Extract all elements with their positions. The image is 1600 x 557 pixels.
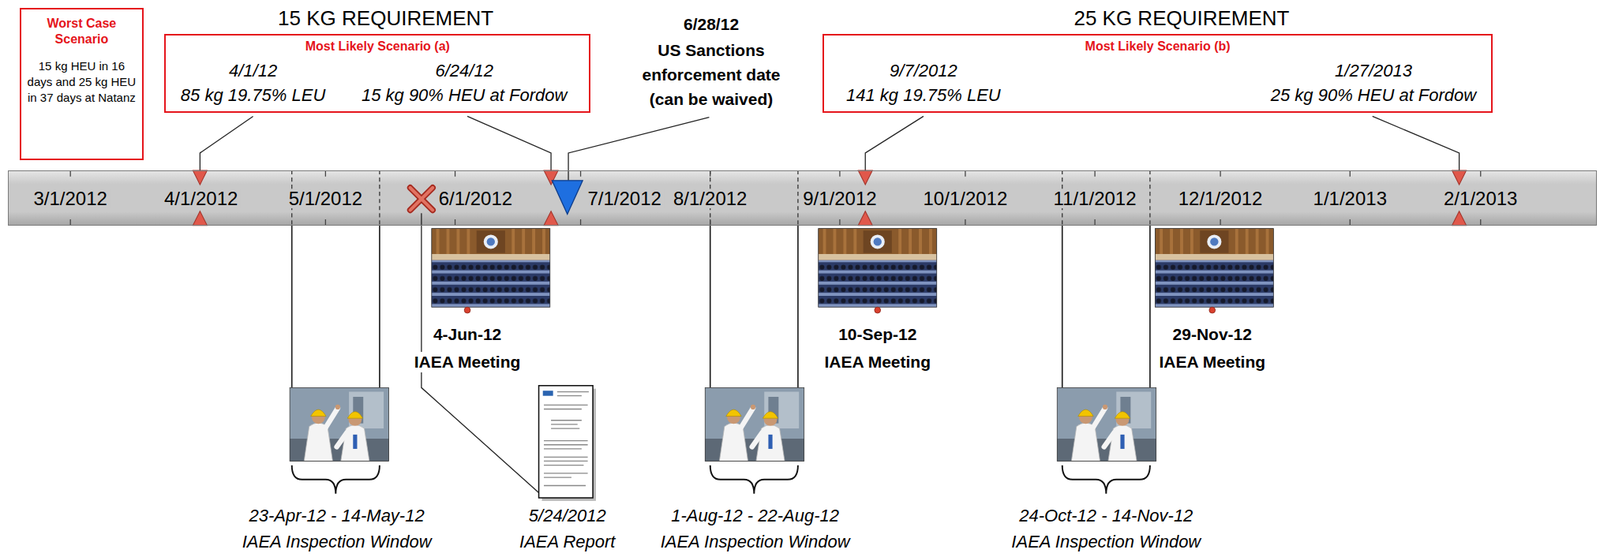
report-label: IAEA Report: [519, 532, 615, 552]
requirement-heading: 15 KG REQUIREMENT: [277, 6, 494, 30]
meeting-date: 29-Nov-12: [1172, 324, 1252, 345]
scenario-box: Worst Case Scenario 15 kg HEU in 16 days …: [19, 7, 145, 161]
scenario-row: 9/7/2012141 kg 19.75% LEU 1/27/201325 kg …: [828, 58, 1487, 108]
month-label: 11/1/2012: [1051, 189, 1140, 209]
scenario-row: 4/1/1285 kg 19.75% LEU 6/24/1215 kg 90% H…: [170, 58, 585, 108]
scenario-heading: Worst Case Scenario: [25, 15, 139, 48]
sanctions-marker: [551, 180, 583, 215]
scenario-date: 4/1/12: [180, 58, 326, 83]
scenario-box: Most Likely Scenario (b) 9/7/2012141 kg 1…: [822, 33, 1493, 113]
report-date: 5/24/2012: [528, 505, 607, 525]
report-icon: [539, 385, 596, 502]
scenario-box: Most Likely Scenario (a) 4/1/1285 kg 19.7…: [164, 33, 591, 113]
scenario-amount: 141 kg 19.75% LEU: [846, 82, 1001, 108]
window-label: IAEA Inspection Window: [1011, 532, 1201, 552]
month-label: 12/1/2012: [1176, 189, 1266, 209]
scenario-amount: 85 kg 19.75% LEU: [180, 82, 326, 108]
scenario-column: 1/27/201325 kg 90% HEU at Fordow: [1270, 58, 1477, 108]
scenario-note: 15 kg HEU in 16 days and 25 kg HEU in 37…: [25, 58, 139, 106]
window-label: IAEA Inspection Window: [242, 532, 432, 552]
scenario-column: 6/24/1215 kg 90% HEU at Fordow: [361, 58, 567, 108]
scenario-amount: 25 kg 90% HEU at Fordow: [1270, 82, 1477, 108]
month-label: 9/1/2012: [800, 189, 879, 209]
scenario-column: 4/1/1285 kg 19.75% LEU: [180, 58, 326, 108]
window-marker: [292, 170, 1151, 226]
timeline-band: [7, 170, 1597, 226]
month-label: 3/1/2012: [30, 189, 109, 209]
window-line: [292, 225, 1151, 389]
milestone-marker: [192, 170, 1466, 226]
meeting-dot: [464, 307, 1215, 314]
month-label: 1/1/2013: [1311, 189, 1390, 209]
month-label: 4/1/2012: [161, 189, 240, 209]
timeline-bar: 3/1/2012 4/1/2012 5/1/2012 6/1/2012 7/1/2012…: [7, 170, 1597, 226]
meeting-photo: [431, 228, 1275, 308]
month-label: 8/1/2012: [670, 189, 750, 209]
scenario-column: 9/7/2012141 kg 19.75% LEU: [846, 58, 1001, 108]
report-x-mark: [410, 187, 433, 210]
window-dates: 1-Aug-12 - 22-Aug-12: [670, 505, 840, 525]
window-label: IAEA Inspection Window: [660, 532, 851, 552]
scenario-date: 1/27/2013: [1270, 58, 1477, 83]
window-dates: 24-Oct-12 - 14-Nov-12: [1019, 505, 1193, 525]
scenario-amount: 15 kg 90% HEU at Fordow: [361, 82, 567, 108]
scenario-heading: Most Likely Scenario (a): [170, 37, 585, 56]
scenario-date: 6/24/12: [361, 58, 567, 83]
meeting-date: 4-Jun-12: [433, 324, 502, 345]
inspection-photo: [289, 387, 1157, 461]
scenario-date: 9/7/2012: [846, 58, 1001, 83]
meeting-label: IAEA Meeting: [1156, 352, 1268, 373]
meeting-label: IAEA Meeting: [412, 352, 524, 373]
month-label: 2/1/2013: [1441, 189, 1520, 209]
leader-line: [199, 116, 1459, 493]
requirement-heading: 25 KG REQUIREMENT: [1073, 6, 1289, 30]
meeting-label: IAEA Meeting: [821, 352, 934, 373]
event-date: 6/28/12: [683, 14, 739, 35]
meeting-date: 10-Sep-12: [838, 324, 917, 345]
month-label: 6/1/2012: [436, 189, 515, 209]
event-note: US Sanctions enforcement date (can be wa…: [632, 37, 791, 112]
window-dates: 23-Apr-12 - 14-May-12: [249, 505, 425, 525]
window-brace: [292, 465, 1151, 495]
month-tick: [70, 170, 1481, 226]
scenario-heading: Most Likely Scenario (b): [828, 37, 1487, 56]
month-label: 10/1/2012: [921, 189, 1011, 209]
month-label: 5/1/2012: [286, 189, 365, 209]
month-label: 7/1/2012: [584, 189, 664, 209]
